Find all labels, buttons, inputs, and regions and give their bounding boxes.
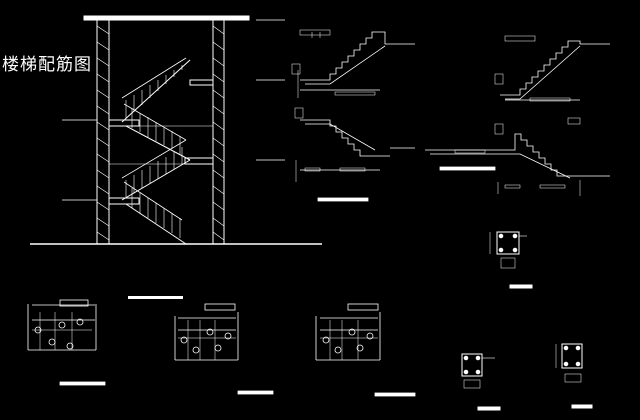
- landing-plan-2: [174, 303, 274, 395]
- right-column: [212, 20, 225, 244]
- beam-section-3: [555, 343, 593, 409]
- stair-slab-detail-1: [291, 29, 415, 98]
- landing-plan-1: [27, 299, 106, 386]
- landing-plan-3: [315, 303, 416, 397]
- stair-slab-detail-3: [494, 35, 610, 102]
- drawing-title: 楼梯配筋图: [2, 55, 92, 75]
- beam-section-2: [461, 353, 501, 411]
- section-label-bar: [128, 296, 183, 299]
- left-column: [96, 20, 110, 244]
- beam-section-1: [489, 231, 533, 289]
- stair-slab-detail-4: [425, 117, 610, 196]
- stair-elevation: [30, 15, 322, 245]
- stair-slab-detail-2: [294, 107, 415, 202]
